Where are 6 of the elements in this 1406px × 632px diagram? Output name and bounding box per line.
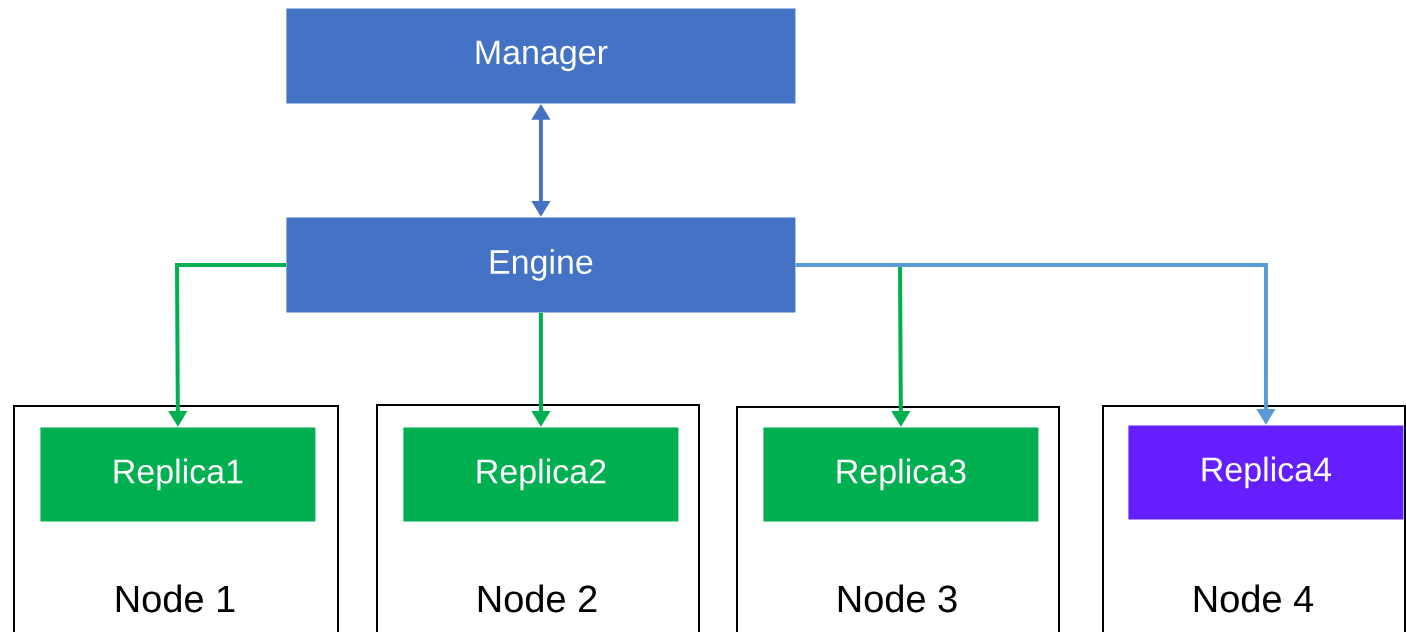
process-box: Engine	[286, 217, 796, 313]
replica-box: Replica4	[1128, 425, 1404, 520]
replica-box: Replica3	[763, 427, 1039, 522]
process-box: Manager	[286, 8, 796, 104]
replica-box: Replica1	[40, 427, 316, 522]
replica-box: Replica2	[403, 427, 679, 522]
